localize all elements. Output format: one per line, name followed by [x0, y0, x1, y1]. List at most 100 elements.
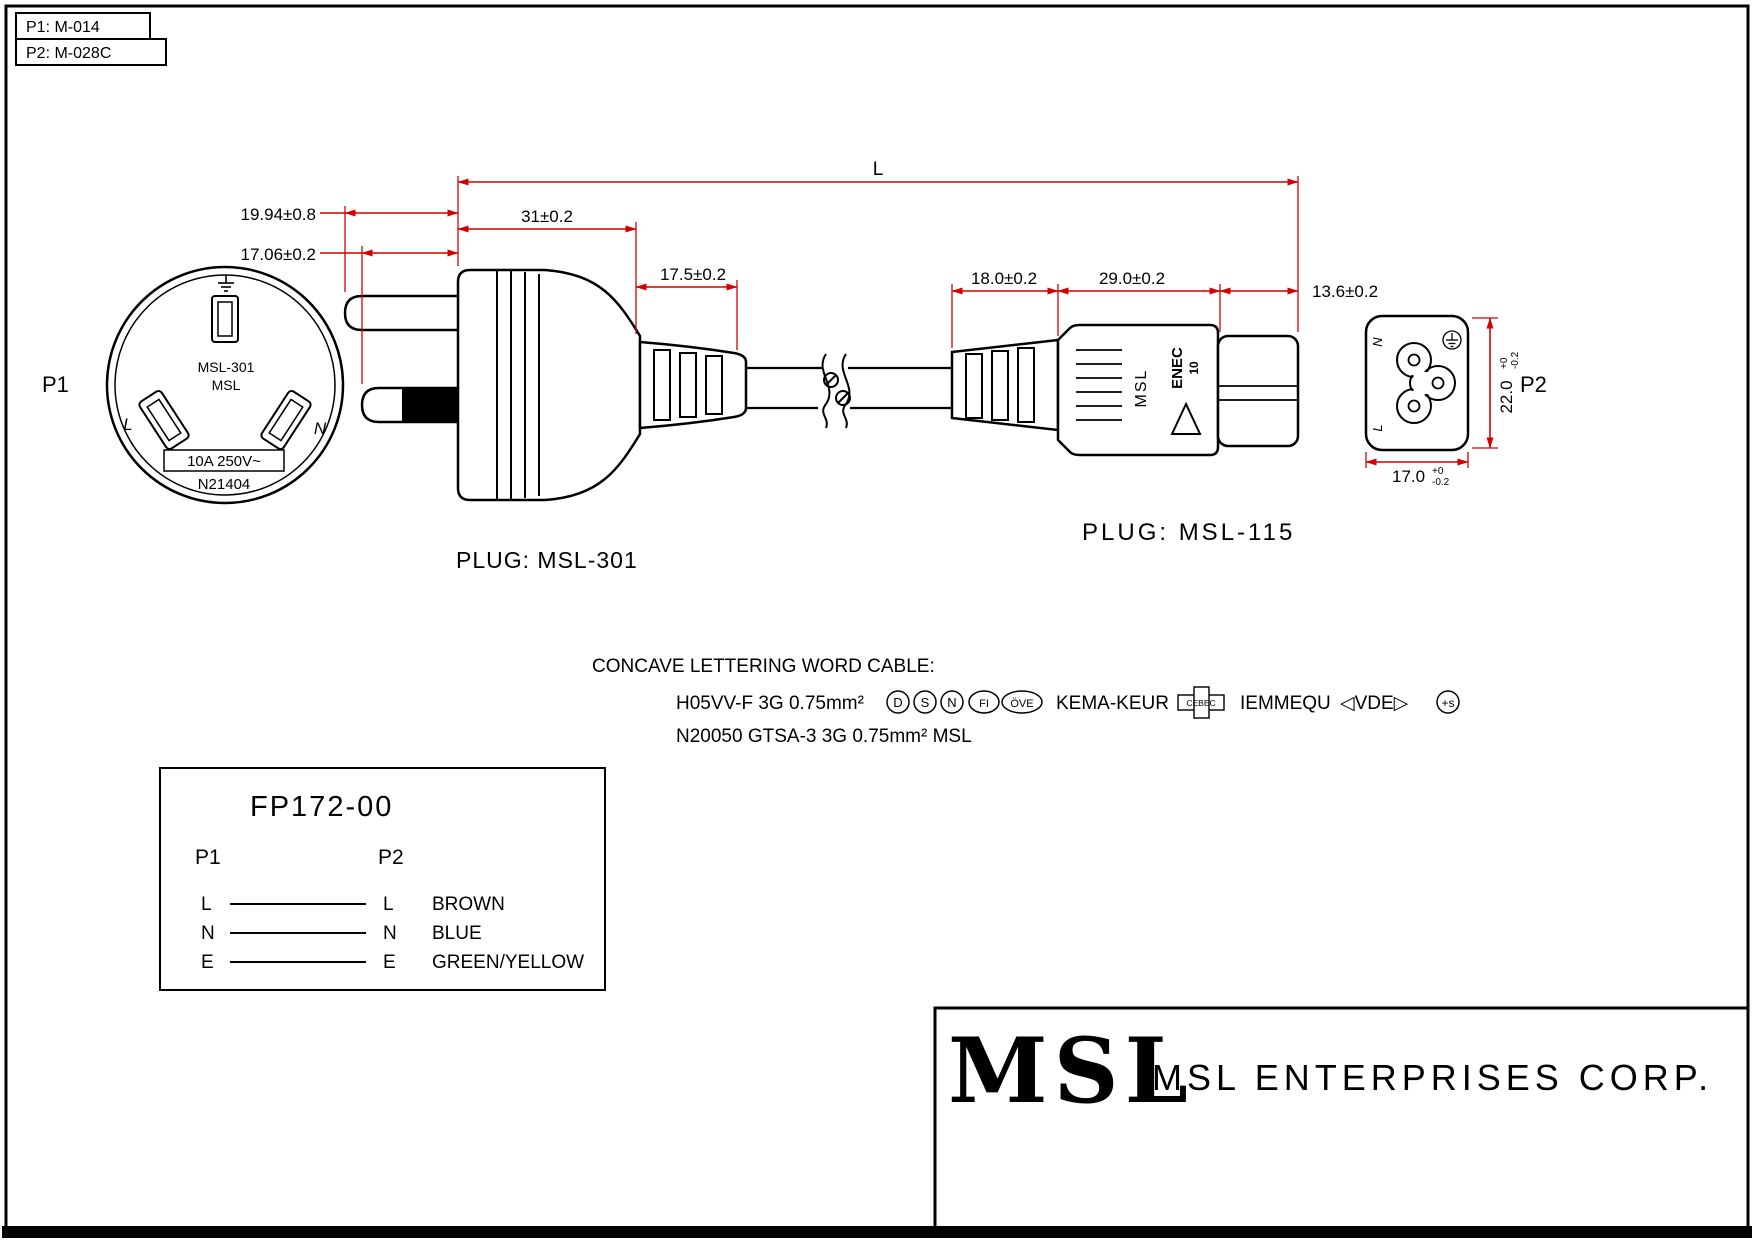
recycle-triangle-icon: [1170, 401, 1202, 435]
cable-spec-line2: N20050 GTSA-3 3G 0.75mm² MSL: [676, 726, 972, 747]
cable-marking-title: CONCAVE LETTERING WORD CABLE:: [592, 656, 935, 677]
wiring-row: N N BLUE: [201, 923, 482, 944]
wiring-row-p2: E: [383, 952, 396, 973]
mark-cebec: CEBEC: [1186, 698, 1215, 708]
dimensions: L 19.94±0.8 17.06±0.2 31±0.2 17.5±0.2: [240, 159, 1521, 488]
drawing-ref-block: P1: M-014 P2: M-028C: [15, 12, 167, 66]
wiring-row: L L BROWN: [201, 894, 505, 915]
wire-color: BROWN: [432, 894, 505, 915]
p2-line-hole: [1407, 399, 1421, 413]
connector-grip-ribs: [965, 347, 1035, 423]
p1-label: P1: [42, 372, 69, 397]
mark-n-circle: [940, 690, 964, 714]
dim-p2-width-tol-top: +0: [1432, 466, 1444, 477]
p2-line-label: L: [1370, 424, 1385, 431]
p2-face-view: N L P2: [1364, 314, 1547, 452]
dim-body-text: 29.0±0.2: [1099, 269, 1165, 288]
wiring-box: [159, 767, 606, 991]
earth-pin: [211, 295, 239, 343]
line-pin-label: L: [123, 415, 132, 434]
wiring-row-p1: N: [201, 923, 215, 944]
sheet-border: [2, 4, 1752, 1238]
mark-s-plus-circle: [1436, 690, 1460, 714]
p2-ref-text: P2: M-028C: [26, 45, 111, 62]
approval-number: N21404: [198, 476, 251, 493]
enec-mark: ENEC 10: [1169, 347, 1201, 389]
dim-p2-width-text: 17.0: [1392, 467, 1425, 486]
p1-ref-text: P1: M-014: [26, 19, 100, 36]
earth-icon: [218, 275, 234, 292]
dim-pin-power-text: 17.06±0.2: [240, 245, 316, 264]
connector-front-seam: [1218, 385, 1298, 401]
part-number: FP172-00: [250, 791, 393, 823]
plug-grip-ribs: [653, 349, 723, 421]
face-model-text: MSL-301: [198, 359, 255, 375]
dim-body: 29.0±0.2: [1057, 269, 1221, 332]
wiring-col-p2: P2: [378, 846, 404, 869]
dim-p2-height-text: 22.0: [1497, 380, 1516, 413]
p2-earth-hole: [1431, 376, 1445, 390]
dim-head: 31±0.2: [457, 207, 637, 334]
title-block-box: [933, 1006, 1750, 1230]
p2-earth-icon: [1442, 330, 1462, 350]
connector-front: [1216, 334, 1300, 448]
p1-face-view: P1 MSL-301 MSL L N 10A 250V~ N2: [42, 265, 345, 505]
mark-ove: ÖVE: [1010, 698, 1033, 710]
connector-msl115-side-view: MSL ENEC 10 PLUG: MSL-115: [950, 323, 1300, 546]
dim-overall-text: L: [873, 159, 884, 180]
company-name: MSL ENTERPRISES CORP.: [1152, 1057, 1713, 1098]
dim-pin-earth: 19.94±0.8: [240, 205, 459, 292]
enec-number: 10: [1187, 361, 1201, 375]
cable-marking: CONCAVE LETTERING WORD CABLE: H05VV-F 3G…: [592, 656, 1460, 747]
cable-spec: H05VV-F 3G 0.75mm²: [676, 693, 864, 714]
wiring-diagram: FP172-00 P1 P2 L L BROWN N N BLUE E E GR…: [159, 767, 606, 991]
dim-grip-text: 18.0±0.2: [971, 269, 1037, 288]
dim-p2-width-tol-bot: -0.2: [1432, 477, 1450, 488]
p2-ref-box: [15, 38, 167, 66]
rating-text: 10A 250V~: [187, 453, 261, 470]
earth-pin-side: [343, 294, 458, 332]
wiring-row-p1: E: [201, 952, 214, 973]
mark-fi: FI: [979, 698, 989, 710]
mark-n: N: [947, 695, 956, 710]
mark-ove-ellipse: [1001, 690, 1043, 714]
plug-msl301-side-view: PLUG: MSL-301: [343, 268, 748, 573]
plug-body-ribs: [496, 271, 540, 499]
cebec-mark: CEBEC: [1177, 686, 1225, 719]
wire-color: BLUE: [432, 923, 482, 944]
p2-neutral-label: N: [1370, 337, 1385, 347]
p2-neutral-hole: [1407, 353, 1421, 367]
line-pin: [138, 389, 190, 451]
wiring-row-p1: L: [201, 894, 212, 915]
dim-grip: 18.0±0.2: [951, 269, 1059, 348]
mark-fi-ellipse: [968, 690, 1000, 714]
wiring-row-p2: N: [383, 923, 397, 944]
enec-text: ENEC: [1169, 347, 1186, 389]
wiring-row-p2: L: [383, 894, 394, 915]
c5-cloverleaf: [1396, 342, 1456, 424]
company-logo: MSL: [948, 1018, 1194, 1124]
dim-pin-earth-text: 19.94±0.8: [240, 205, 316, 224]
dim-front-text: 13.6±0.2: [1312, 282, 1378, 301]
connector-serrations: [1076, 349, 1122, 421]
mark-s-plus: +s: [1441, 696, 1454, 710]
plug-face-inner-ring: [114, 274, 336, 496]
dim-p2-height: 22.0 +0 -0.2: [1472, 317, 1521, 449]
wiring-row: E E GREEN/YELLOW: [201, 952, 584, 973]
mark-d-circle: [886, 690, 910, 714]
plug-body: [456, 268, 642, 502]
cable: [746, 353, 952, 429]
neutral-pin-label: N: [314, 419, 327, 438]
mark-s: S: [921, 695, 930, 710]
dim-pin-power: 17.06±0.2: [240, 245, 459, 384]
mark-d: D: [893, 695, 902, 710]
dim-p2-height-tol-bot: -0.2: [1510, 351, 1521, 369]
dim-neck: 17.5±0.2: [635, 265, 738, 350]
wire-color: GREEN/YELLOW: [432, 952, 584, 973]
dim-front: 13.6±0.2: [1219, 282, 1378, 301]
plug-face-outer-ring: [105, 265, 345, 505]
plug2-caption: PLUG: MSL-115: [1082, 519, 1295, 546]
dim-neck-text: 17.5±0.2: [660, 265, 726, 284]
